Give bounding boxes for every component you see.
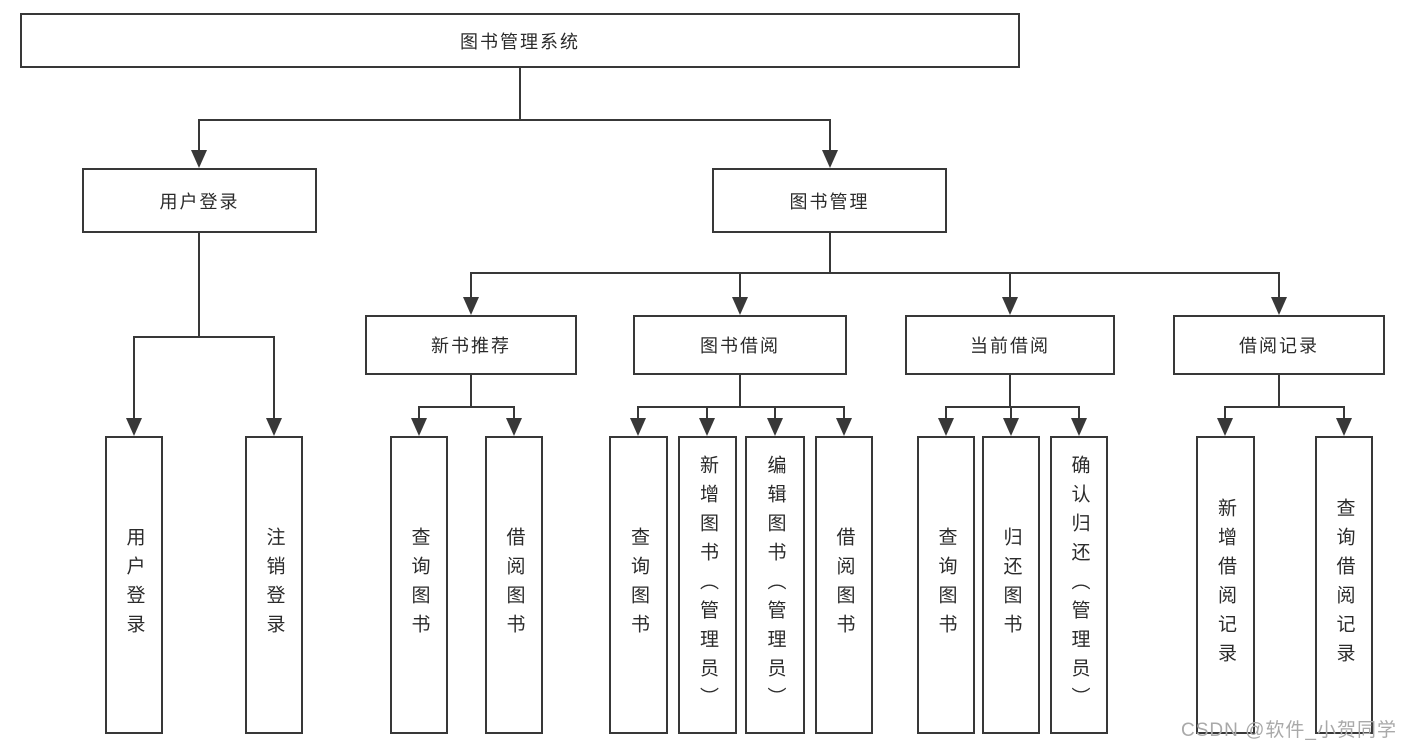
connector-vline [198,233,200,337]
arrowhead-down-icon [463,297,479,315]
leaf-user-login: 用户登录 [105,436,163,734]
connector-hline [637,406,845,408]
leaf-current-return-books: 归还图书 [982,436,1040,734]
arrowhead-down-icon [822,150,838,168]
connector-hline [133,336,275,338]
arrowhead-down-icon [1271,297,1287,315]
connector-vline [829,120,831,152]
connector-vline [637,407,639,420]
arrowhead-down-icon [732,297,748,315]
connector-vline [1010,407,1012,420]
leaf-records-query-borrow-record: 查询借阅记录 [1315,436,1373,734]
connector-vline [945,407,947,420]
leaf-current-query-books: 查询图书 [917,436,975,734]
connector-vline [706,407,708,420]
node-new-book-recommend: 新书推荐 [365,315,577,375]
node-book-management: 图书管理 [712,168,947,233]
leaf-borrowing-edit-books-admin: 编辑图书（管理员） [745,436,805,734]
node-library-management-system: 图书管理系统 [20,13,1020,68]
connector-hline [470,272,1280,274]
connector-vline [133,337,135,420]
node-user-login-group: 用户登录 [82,168,317,233]
connector-hline [945,406,1080,408]
connector-hline [198,119,831,121]
connector-vline [739,375,741,407]
arrowhead-down-icon [1003,418,1019,436]
connector-vline [470,375,472,407]
connector-vline [1278,273,1280,299]
connector-vline [1343,407,1345,420]
leaf-records-add-borrow-record: 新增借阅记录 [1196,436,1255,734]
node-book-borrowing: 图书借阅 [633,315,847,375]
arrowhead-down-icon [699,418,715,436]
leaf-borrowing-query-books: 查询图书 [609,436,668,734]
connector-hline [1224,406,1345,408]
connector-vline [739,273,741,299]
arrowhead-down-icon [767,418,783,436]
arrowhead-down-icon [836,418,852,436]
connector-vline [1009,375,1011,407]
arrowhead-down-icon [1217,418,1233,436]
node-current-borrowing: 当前借阅 [905,315,1115,375]
connector-vline [273,337,275,420]
leaf-newbook-query-books: 查询图书 [390,436,448,734]
leaf-logout-login: 注销登录 [245,436,303,734]
connector-vline [829,232,831,273]
connector-vline [843,407,845,420]
arrowhead-down-icon [191,150,207,168]
arrowhead-down-icon [126,418,142,436]
connector-vline [198,120,200,152]
leaf-borrowing-add-books-admin: 新增图书（管理员） [678,436,737,734]
node-borrowing-records: 借阅记录 [1173,315,1385,375]
arrowhead-down-icon [1336,418,1352,436]
connector-vline [1009,273,1011,299]
arrowhead-down-icon [411,418,427,436]
connector-vline [513,407,515,420]
connector-vline [1224,407,1226,420]
connector-vline [774,407,776,420]
leaf-borrowing-borrow-books: 借阅图书 [815,436,873,734]
csdn-watermark: CSDN @软件_小贺同学 [1181,720,1397,741]
leaf-newbook-borrow-books: 借阅图书 [485,436,543,734]
connector-vline [418,407,420,420]
connector-hline [418,406,515,408]
connector-vline [1278,375,1280,407]
connector-vline [1078,407,1080,420]
arrowhead-down-icon [506,418,522,436]
leaf-current-confirm-return-admin: 确认归还（管理员） [1050,436,1108,734]
arrowhead-down-icon [1071,418,1087,436]
arrowhead-down-icon [266,418,282,436]
connector-vline [470,273,472,299]
arrowhead-down-icon [938,418,954,436]
arrowhead-down-icon [630,418,646,436]
arrowhead-down-icon [1002,297,1018,315]
connector-vline [519,68,521,120]
